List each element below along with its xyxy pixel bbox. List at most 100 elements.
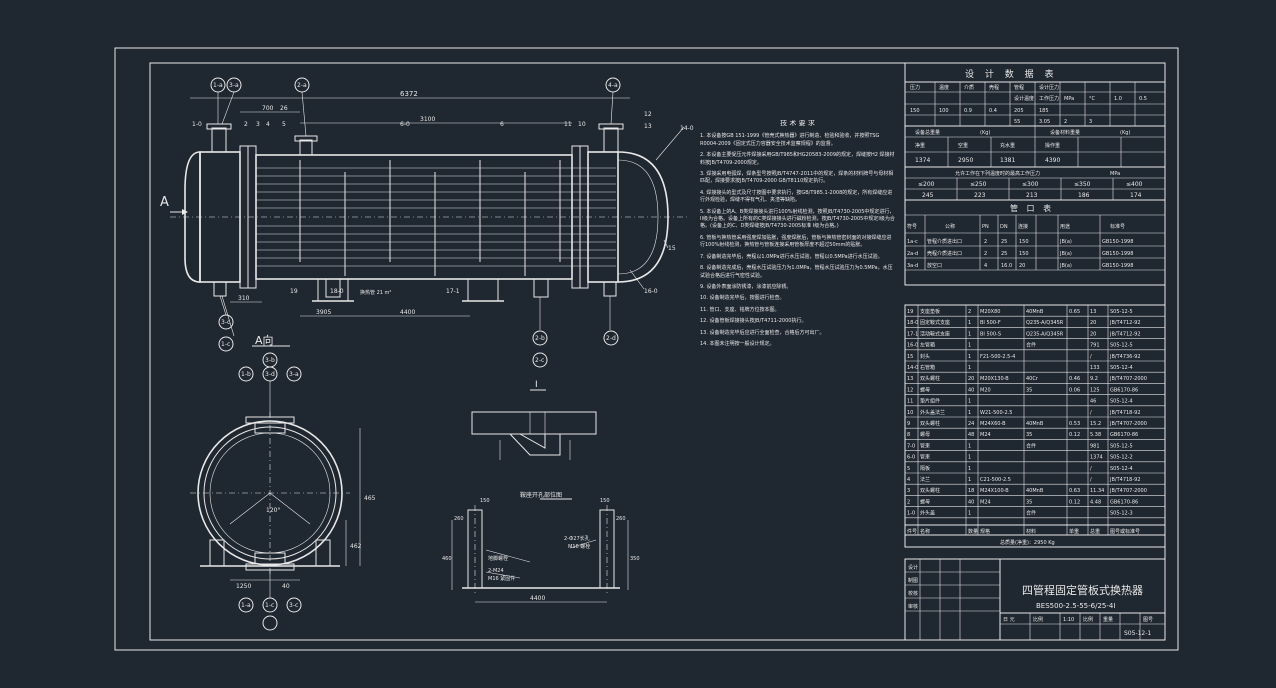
side-tag-1c: 1-c	[265, 602, 274, 609]
weight-val-2: 1381	[1000, 157, 1015, 164]
dim-3905: 3905	[316, 309, 331, 316]
side-tag-3c: 3-c	[289, 602, 298, 609]
temp-val-4: 174	[1130, 192, 1142, 199]
temp-title: 允许工作在下列温度时的最高工作压力	[955, 170, 1040, 177]
parts-cell: 5	[907, 466, 910, 472]
temp-0: ≤200	[918, 181, 935, 188]
parts-cell: 1	[968, 365, 971, 371]
parts-cell: 9.2	[1090, 376, 1098, 382]
tb-label-1: 制图	[908, 577, 918, 584]
parts-cell: 19	[907, 309, 913, 315]
parts-cell: 15.2	[1090, 421, 1101, 427]
parts-cell: 125	[1090, 387, 1100, 393]
parts-cell: 固定鞍式支座	[920, 319, 950, 326]
parts-footer-cell: 件号	[907, 528, 917, 535]
tb-label-0: 设计	[908, 564, 918, 571]
saddle-dim-150b: 150	[600, 498, 610, 504]
design-head-cell: 0.9	[964, 108, 972, 114]
parts-cell: 1374	[1090, 455, 1103, 461]
parts-cell: 1	[968, 466, 971, 472]
parts-cell: 1	[968, 354, 971, 360]
design-head-cell: 150	[910, 108, 920, 114]
parts-cell: 4	[907, 477, 910, 483]
side-dim-40: 40	[282, 583, 290, 590]
parts-cell: 1	[968, 343, 971, 349]
nozzle-cell: 25	[1001, 239, 1007, 245]
tag-4a: 4-a	[608, 82, 618, 89]
parts-cell: 双头螺柱	[920, 375, 940, 382]
parts-cell: 1	[968, 477, 971, 483]
parts-cell: 7-0	[907, 443, 915, 449]
parts-cell: S05-12-5	[1110, 309, 1133, 315]
tech-req-item: 6. 管板与换热管采用强度焊加贴胀，强度焊胀后，管板与换热管密封面的对接焊缝应进…	[700, 234, 892, 249]
tb-row-1: 比例	[1033, 616, 1043, 623]
parts-cell: M24	[980, 499, 991, 505]
saddle-dim-260a: 260	[454, 516, 464, 522]
parts-cell: 6-0	[907, 455, 915, 461]
parts-cell: 1	[968, 443, 971, 449]
side-view-tags	[238, 352, 302, 631]
dim-700: 700	[262, 105, 274, 112]
nozzle-cell: JB(a)	[1059, 263, 1072, 269]
parts-cell: 0.12	[1069, 432, 1080, 438]
tech-req-item: 7. 设备制造完毕后，壳程以1.0MPa进行水压试验，管程以0.5MPa进行水压…	[700, 253, 883, 260]
nozzle-cell: GB150-1998	[1102, 263, 1133, 269]
tag-2b: 2-b	[535, 335, 545, 342]
parts-cell: 9	[907, 421, 910, 427]
inner-border	[149, 62, 1166, 641]
parts-cell: 合件	[1026, 342, 1036, 349]
nozzle-header: DN	[1000, 224, 1008, 230]
nozzle-header: 连接	[1018, 223, 1028, 230]
tech-reqs-list: 1. 本设备按GB 151-1999《管壳式换热器》进行制造、检验和验收，并按照…	[700, 133, 895, 348]
parts-cell: 35	[1026, 432, 1032, 438]
parts-footer-cell: 规格	[980, 528, 990, 535]
parts-cell: 5.38	[1090, 432, 1101, 438]
nozzle-cell: 2	[984, 239, 987, 245]
tb-label-6: 图号	[1143, 617, 1153, 623]
parts-cell: 13	[907, 376, 913, 382]
parts-cell: S05-12-4	[1110, 466, 1133, 472]
parts-cell: JB/T4712-92	[1109, 331, 1141, 337]
temp-val-0: 245	[922, 192, 934, 199]
tech-req-item: 3. 焊接采用电弧焊，焊条型号按照JB/T4747-2011中的规定，焊条的材料…	[700, 171, 894, 185]
parts-cell: 20	[968, 376, 974, 382]
parts-cell: W21-500-2.5	[980, 410, 1012, 416]
part-15: 15	[668, 245, 676, 252]
parts-cell: M20X130-B	[980, 376, 1009, 382]
dim-6372: 6372	[400, 90, 418, 98]
parts-footer-cell: 总重	[1090, 528, 1100, 535]
drawing-name: 四管程固定管板式换热器	[1022, 583, 1143, 597]
design-head-cell: 设计压力	[1039, 84, 1059, 91]
side-dim-462: 462	[350, 543, 362, 550]
parts-cell: 40MnB	[1026, 421, 1044, 427]
part-11: 11	[564, 121, 572, 128]
parts-cell: 合件	[1026, 442, 1036, 449]
parts-cell: 14-0	[907, 365, 918, 371]
part-13: 13	[644, 123, 652, 130]
temp-2: ≤300	[1022, 181, 1039, 188]
parts-cell: Q235-A/Q345R	[1026, 331, 1064, 337]
part-3: 3	[256, 121, 260, 128]
design-head-cell: 3.05	[1039, 119, 1050, 125]
parts-footer-cell: 图号或标准号	[1110, 528, 1140, 535]
tag-2c: 2-c	[535, 357, 544, 364]
side-tag-3a: 3-a	[289, 371, 299, 378]
tech-req-item: 13. 设备制造完毕后应进行全面检查，合格后方可出厂。	[700, 329, 825, 336]
design-head-cell: 设计温度	[1014, 95, 1034, 102]
parts-cell: 1	[968, 331, 971, 337]
parts-cell: BI 500-F	[980, 320, 1001, 326]
parts-cell: JB/T4718-92	[1109, 410, 1141, 416]
parts-cell: 0.53	[1069, 421, 1080, 427]
parts-cell: 17-1	[907, 331, 918, 337]
saddle-view	[451, 498, 629, 603]
parts-cell: 外头盖	[920, 510, 935, 517]
parts-cell: 管束	[920, 454, 930, 461]
tag-3c: 3-c	[221, 319, 230, 326]
design-head-cell: 1.0	[1114, 96, 1122, 102]
weight-val-3: 4390	[1045, 157, 1060, 164]
parts-footer-cell: 名称	[920, 528, 930, 535]
parts-cell: 双头螺柱	[920, 420, 940, 427]
part-19: 19	[290, 288, 298, 295]
parts-cell: 法兰	[920, 476, 930, 483]
